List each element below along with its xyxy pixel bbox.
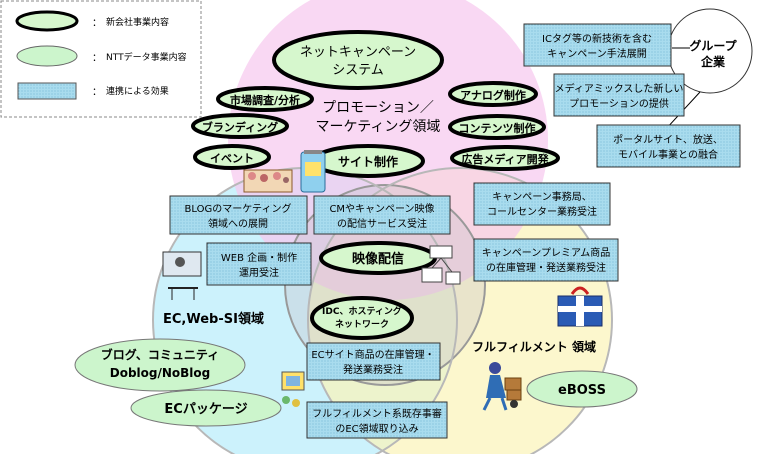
analog-oval	[448, 81, 538, 107]
synergy-ic-tag-line1: ICタグ等の新技術を含む	[542, 32, 652, 45]
synergy-ic-tag-line2: キャンペーン手法展開	[547, 47, 647, 60]
net-campaign-line2: システム	[332, 63, 384, 78]
legend-colon-3: ：	[92, 87, 102, 98]
ec-region-label: EC,Web-SI領域	[163, 311, 264, 327]
idc-line2: ネットワーク	[335, 319, 389, 330]
blog-community-line1: ブログ、コミュニティ	[101, 347, 219, 362]
eboss-oval	[526, 370, 638, 408]
synergy-campaign-office-line2: コールセンター業務受注	[487, 205, 597, 218]
drink-can-illustration	[300, 150, 326, 193]
gift-box-illustration	[557, 286, 603, 327]
synergy-fulfillment-ec-line1: フルフィルメント系既存事審	[312, 407, 442, 420]
event-oval	[193, 144, 271, 170]
desk-worker-illustration	[162, 251, 202, 300]
synergy-ec-inventory-line1: ECサイト商品の在庫管理・	[311, 348, 434, 361]
blog-community-line2: Doblog/NoBlog	[110, 366, 211, 380]
branding-oval	[191, 113, 289, 139]
promo-region-line2: マーケティング領域	[316, 118, 441, 135]
group-company-line2: 企業	[700, 54, 726, 69]
video-label: 映像配信	[352, 251, 404, 267]
contents-oval	[448, 114, 546, 140]
synergy-premium-box	[473, 238, 619, 282]
synergy-fulfillment-ec-line2: のEC領域取り込み	[335, 422, 418, 435]
synergy-blog-marketing-line1: BLOGのマーケティング	[185, 202, 292, 215]
idc-oval	[310, 296, 414, 340]
delivery-man-illustration	[482, 362, 522, 411]
synergy-ic-tag-box	[523, 23, 672, 67]
promo-region-line1: プロモーション／	[322, 100, 434, 116]
analog-label: アナログ制作	[460, 88, 526, 102]
legend-ntt-label: NTTデータ事業内容	[106, 51, 187, 63]
idc-line1: IDC、ホスティング	[322, 305, 402, 317]
fulfillment-region-label: フルフィルメント 領域	[472, 339, 596, 354]
synergy-media-mix-box	[553, 73, 685, 117]
contents-label: コンテンツ制作	[459, 121, 536, 135]
synergy-web-planning-line2: 運用受注	[239, 266, 279, 279]
computer-shopping-illustration	[281, 371, 305, 407]
synergy-ec-inventory-line2: 発送業務受注	[343, 363, 403, 376]
synergy-premium-line1: キャンペーンプレミアム商品	[482, 246, 611, 259]
synergy-campaign-office-line1: キャンペーン事務局、	[492, 190, 592, 203]
synergy-portal-line2: モバイル事業との融合	[618, 148, 718, 161]
eboss-label: eBOSS	[558, 383, 606, 398]
synergy-cm-video-line1: CMやキャンペーン映像	[329, 203, 434, 215]
net-campaign-line1: ネットキャンペーン	[300, 45, 416, 60]
synergy-campaign-office-box	[473, 182, 611, 226]
event-crowd-illustration	[243, 169, 293, 193]
ec-package-oval	[130, 389, 282, 427]
blog-community-oval	[74, 338, 246, 392]
synergy-premium-line2: の在庫管理・発送業務受注	[486, 261, 606, 274]
synergy-media-mix-line2: プロモーションの提供	[569, 97, 669, 110]
ec-package-label: ECパッケージ	[164, 402, 247, 417]
branding-label: ブランディング	[202, 120, 278, 134]
event-label: イベント	[210, 152, 254, 165]
synergy-media-mix-line1: メディアミックスした新しい	[555, 82, 684, 95]
net-campaign-oval	[272, 30, 444, 90]
market-research-label: 市場調査/分析	[230, 93, 300, 107]
site-label: サイト制作	[338, 154, 398, 169]
legend-new-swatch	[15, 10, 79, 32]
legend-synergy-label: 連携による効果	[106, 85, 169, 97]
legend-ntt-swatch	[16, 45, 78, 67]
synergy-portal-line1: ポータルサイト、放送、	[613, 133, 723, 146]
market-research-oval	[216, 86, 314, 112]
fulfillment-region-outline	[307, 167, 613, 454]
synergy-ec-inventory-box	[306, 342, 441, 381]
synergy-portal-box	[596, 124, 741, 168]
legend-new-label: 新会社事業内容	[106, 16, 169, 28]
legend-synergy-swatch	[17, 82, 77, 100]
ad-media-label: 広告メディア開発	[461, 152, 549, 166]
group-company-line1: グループ	[689, 38, 737, 53]
synergy-cm-video-line2: の配信サービス受注	[337, 217, 427, 230]
ad-media-oval	[450, 145, 560, 171]
server-network-icon	[421, 245, 461, 285]
synergy-blog-marketing-box	[169, 195, 308, 235]
synergy-web-planning-box	[206, 242, 312, 286]
synergy-web-planning-line1: WEB 企画・制作	[221, 251, 297, 264]
synergy-fulfillment-ec-box	[306, 401, 448, 439]
synergy-cm-video-box	[313, 195, 451, 235]
legend-colon-1: ：	[92, 18, 102, 29]
legend-colon-2: ：	[92, 53, 102, 64]
synergy-blog-marketing-line2: 領域への展開	[208, 217, 268, 230]
